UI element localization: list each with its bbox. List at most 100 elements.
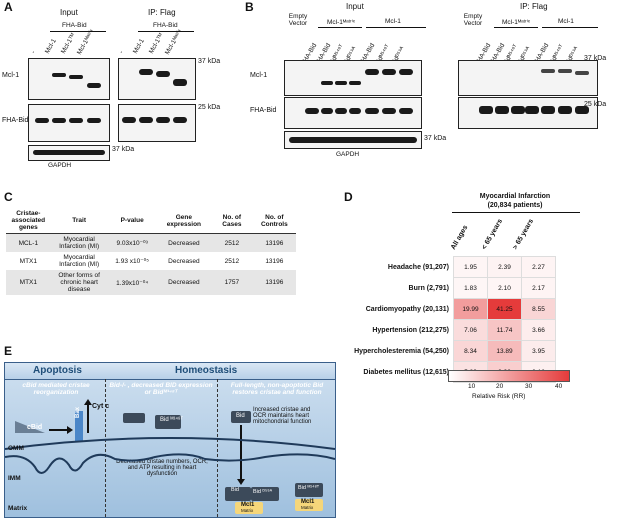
panel-b-input-title: Input bbox=[346, 2, 364, 11]
table-row: MTX1 Myocardial Infarction (MI) 1.93 x10… bbox=[6, 252, 296, 270]
table-cell: MTX1 bbox=[19, 257, 37, 265]
bid-m148t-label: Bid ᴹ¹⁴⁸ᵀ bbox=[160, 417, 184, 423]
panel-a-kda-37b: 37 kDa bbox=[112, 146, 135, 153]
panel-a-gapdh-label: GAPDH bbox=[48, 162, 72, 169]
panel-b-kda-25: 25 kDa bbox=[584, 101, 607, 108]
panel-a-input-fhabid-blot bbox=[28, 104, 110, 142]
table-cell: 1.93 x10⁻⁰⁵ bbox=[115, 258, 149, 265]
bid-m148t-matrix-shape bbox=[295, 483, 323, 497]
bid-label: Bid bbox=[236, 413, 245, 419]
heatmap-cell: 2.39 bbox=[487, 256, 522, 278]
heatmap-cell: 19.99 bbox=[453, 298, 488, 320]
panel-b-ip-mcl1-blot bbox=[458, 60, 598, 96]
mcl1-shape bbox=[295, 499, 323, 511]
heatmap-row-label: Headache (91,207) bbox=[387, 263, 449, 271]
panel-a-ip-lane-label: Mcl-1ᴹᵃᵗʳⁱˣ bbox=[163, 28, 184, 56]
divider-dashed bbox=[217, 379, 218, 517]
heatmap-cell: 1.83 bbox=[453, 277, 488, 299]
arrow-down-icon bbox=[240, 425, 242, 479]
heatmap-row-label: Cardiomyopathy (20,131) bbox=[365, 305, 449, 313]
apoptosis-header: Apoptosis bbox=[33, 365, 82, 376]
heatmap-colorbar bbox=[448, 370, 570, 382]
heatmap-row-label: Diabetes mellitus (12,615) bbox=[363, 368, 449, 376]
panel-b-ip-group2: Mcl-1 bbox=[558, 18, 574, 25]
panel-b-empty-vector: Empty Vector bbox=[288, 13, 308, 27]
heatmap-cell: 2.10 bbox=[487, 277, 522, 299]
panel-a-kda-25: 25 kDa bbox=[198, 104, 221, 111]
table-header: Cristae-associated genes bbox=[6, 208, 51, 234]
bid-m148t-matrix-label: Bid ᴹ¹⁴⁸ᵀ bbox=[298, 485, 320, 491]
table-cell: Myocardial Infarction (MI) bbox=[59, 236, 100, 250]
panel-a-label: A bbox=[4, 0, 13, 14]
panel-b-ip-title: IP: Flag bbox=[520, 2, 548, 11]
table-cell: MTX1 bbox=[19, 279, 37, 286]
table-cell: 9.03x10⁻⁰³ bbox=[116, 240, 148, 247]
panel-b-kda-37: 37 kDa bbox=[584, 55, 607, 62]
mcl1-matrix-sub: Matrix bbox=[301, 505, 314, 510]
bid-m148t-shape bbox=[155, 415, 181, 429]
panel-a-group-line bbox=[50, 31, 106, 32]
panel-b-ip-fhabid-blot bbox=[458, 97, 598, 129]
panel-b-group2-line bbox=[366, 27, 426, 28]
heatmap-col-label: < 65 years bbox=[480, 218, 505, 251]
col3-title: Full-length, non-apoptotic Bid restores … bbox=[230, 382, 324, 396]
panel-b-ip-group1-line bbox=[494, 27, 538, 28]
panel-a-input-mcl1-blot bbox=[28, 58, 110, 100]
bid-shape bbox=[231, 411, 251, 423]
heatmap-cell: 8.34 bbox=[453, 340, 488, 362]
bid-d59a-shape bbox=[251, 487, 279, 501]
heatmap-col-label: All ages bbox=[449, 224, 470, 251]
table-header: Gene expression bbox=[156, 208, 212, 234]
panel-b-input-mcl1-blot bbox=[284, 60, 422, 96]
table-header: P-value bbox=[107, 208, 157, 234]
omm-label: OMM bbox=[8, 445, 24, 452]
panel-a-row-label-mcl1: Mcl-1 bbox=[2, 72, 20, 79]
bid-d59a-label: Bid ᴰ⁵⁹ᴬ bbox=[253, 489, 273, 495]
panel-a-kda-37: 37 kDa bbox=[198, 58, 221, 65]
panel-b-input-fhabid-blot bbox=[284, 97, 422, 129]
bid-matrix-label: Bid bbox=[231, 487, 239, 493]
panel-b-group2: Mcl-1 bbox=[385, 18, 401, 25]
panel-a-ip-lane-label: - bbox=[117, 49, 126, 55]
table-header: No. of Cases bbox=[211, 208, 253, 234]
panel-a-row-label-fhabid: FHA-Bid bbox=[2, 117, 29, 124]
colorbar-label: Relative Risk (RR) bbox=[472, 393, 526, 400]
panel-b-kda-37b: 37 kDa bbox=[424, 135, 447, 142]
panel-a-lane-label: Mcl-1 bbox=[43, 37, 58, 55]
panel-c-table-wrap: Cristae-associated genes Trait P-value G… bbox=[6, 208, 296, 295]
panel-a-group-line-ip bbox=[138, 31, 194, 32]
heatmap-cell: 8.55 bbox=[521, 298, 556, 320]
model-diagram: Apoptosis Homeostasis cBid mediated cris… bbox=[4, 362, 336, 518]
table-cell: 2512 bbox=[224, 257, 240, 265]
arrow-head-icon bbox=[67, 426, 73, 434]
heatmap-row-label: Hypertension (212,275) bbox=[372, 326, 449, 334]
colorbar-tick: 30 bbox=[525, 383, 533, 390]
arrow-down-head-icon bbox=[237, 479, 245, 485]
heatmap-cell: 11.74 bbox=[487, 319, 522, 341]
table-cell: Decreased bbox=[168, 279, 200, 286]
panel-a-input-title: Input bbox=[60, 8, 78, 17]
mcl1-label: Mcl1 bbox=[241, 502, 255, 508]
table-cell: Myocardial Infarction (MI) bbox=[59, 254, 100, 268]
bid-matrix-shape bbox=[225, 487, 251, 501]
heatmap-cell: 3.66 bbox=[521, 319, 556, 341]
colorbar-tick: 10 bbox=[468, 383, 476, 390]
panel-c-table: Cristae-associated genes Trait P-value G… bbox=[6, 208, 296, 295]
panel-a-lane-label: - bbox=[29, 49, 38, 55]
table-cell: MCL-1 bbox=[18, 239, 39, 247]
mcl1-matrix-sub: Matrix bbox=[241, 508, 254, 513]
panel-d-label: D bbox=[344, 190, 353, 204]
bax-shape bbox=[75, 411, 83, 441]
table-header: Trait bbox=[50, 208, 108, 234]
panel-e-label: E bbox=[4, 344, 13, 358]
heatmap-title-line bbox=[452, 212, 580, 213]
heatmap-row-label: Hypercholesteremia (54,250) bbox=[354, 347, 449, 355]
table-cell: 13196 bbox=[265, 279, 284, 286]
imm-label: IMM bbox=[8, 475, 21, 482]
panel-c-label: C bbox=[4, 190, 13, 204]
homeostasis-header: Homeostasis bbox=[175, 365, 238, 376]
panel-b-ip-group2-line bbox=[542, 27, 598, 28]
